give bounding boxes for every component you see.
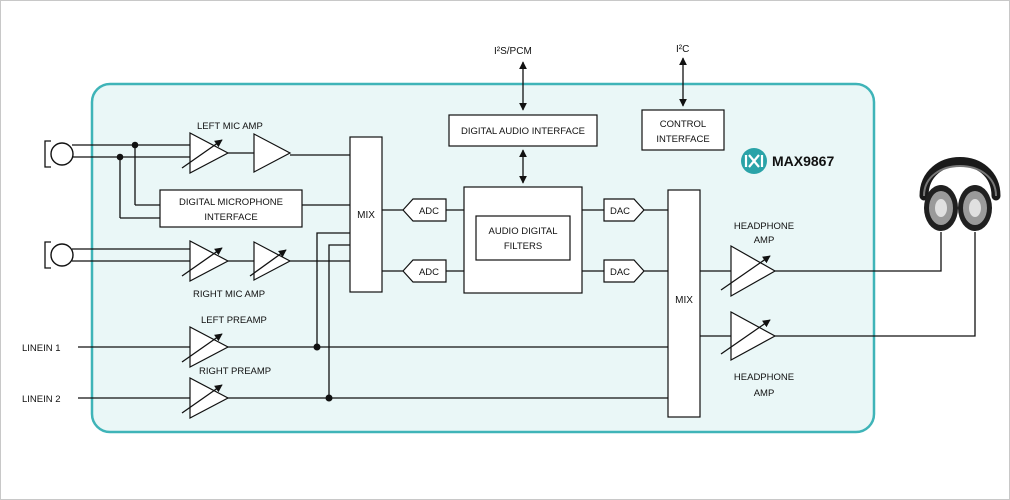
- maxim-logo-icon: [741, 148, 767, 174]
- headphone-amp-bottom-label-1: HEADPHONE: [734, 372, 794, 383]
- control-interface-label-2: INTERFACE: [656, 134, 709, 145]
- adc-right-label: ADC: [419, 267, 439, 278]
- dac-top: [603, 198, 645, 222]
- left-preamp-label: LEFT PREAMP: [201, 315, 267, 326]
- left-preamp: [181, 326, 230, 368]
- mic-jack-2-icon: [44, 241, 74, 269]
- control-interface-block: [641, 109, 725, 151]
- headphone-amp-top-label-2: AMP: [754, 235, 775, 246]
- dac-bottom: [603, 259, 645, 283]
- headphones-icon: [919, 157, 1001, 231]
- i2c-label: I²C: [676, 44, 689, 55]
- digital-audio-interface-block: [448, 114, 598, 147]
- adc-left-label: ADC: [419, 206, 439, 217]
- left-mic-amp-stage-1: [181, 132, 230, 174]
- headphone-amp-bottom-label-2: AMP: [754, 388, 775, 399]
- output-mix-block: [667, 189, 701, 418]
- i2s-pcm-label: I²S/PCM: [494, 46, 532, 57]
- audio-digital-filters-label-2: FILTERS: [504, 241, 542, 252]
- control-interface-label-1: CONTROL: [660, 119, 706, 130]
- left-mic-wiring: [72, 141, 190, 219]
- right-mic-wiring: [72, 248, 190, 262]
- left-mic-amp-label: LEFT MIC AMP: [197, 121, 263, 132]
- right-preamp-label: RIGHT PREAMP: [199, 366, 271, 377]
- hp-left-output-wire: [775, 232, 942, 272]
- digital-microphone-interface-label-2: INTERFACE: [204, 212, 257, 223]
- linein-1-label: LINEIN 1: [22, 343, 61, 354]
- dac-bottom-label: DAC: [610, 267, 630, 278]
- input-mix-label: MIX: [357, 210, 375, 221]
- hp-right-output-wire: [775, 232, 976, 337]
- digital-audio-interface-label: DIGITAL AUDIO INTERFACE: [461, 126, 585, 137]
- output-mix-label: MIX: [675, 295, 693, 306]
- digital-microphone-interface-label-1: DIGITAL MICROPHONE: [179, 197, 283, 208]
- headphone-amp-top-label-1: HEADPHONE: [734, 221, 794, 232]
- audio-digital-filters-label-1: AUDIO DIGITAL: [489, 226, 558, 237]
- linein-2-label: LINEIN 2: [22, 394, 61, 405]
- right-mic-amp-label: RIGHT MIC AMP: [193, 289, 265, 300]
- input-mix-block: [349, 136, 383, 293]
- digital-microphone-interface-block: [159, 189, 303, 228]
- chip-name: MAX9867: [772, 153, 834, 169]
- right-preamp: [181, 377, 230, 419]
- right-mic-amp-stage-1: [181, 240, 230, 282]
- mic-jack-1-icon: [44, 140, 74, 168]
- audio-digital-filters-block: [475, 215, 571, 261]
- dac-top-label: DAC: [610, 206, 630, 217]
- linein-to-mix-wiring: [313, 232, 350, 402]
